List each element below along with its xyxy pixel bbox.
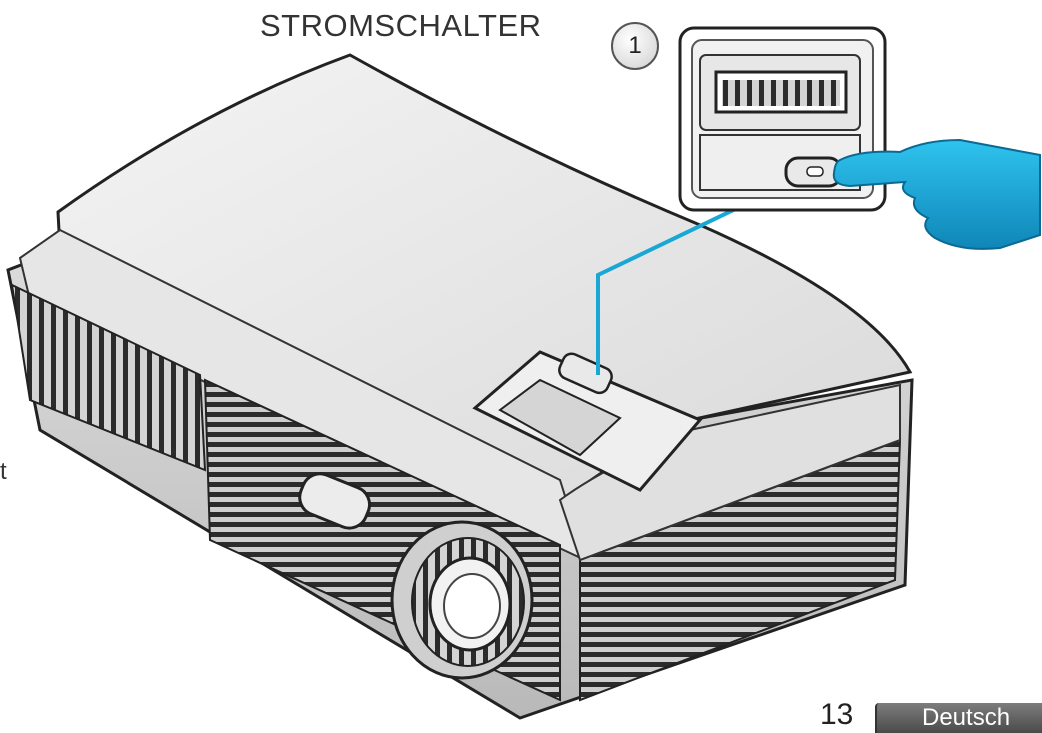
projection-lens: [390, 520, 534, 680]
power-switch-inset: [678, 26, 887, 212]
power-switch-label: STROMSCHALTER: [260, 8, 542, 43]
cropped-text-fragment: t: [0, 458, 7, 485]
step-number-badge: 1: [611, 22, 659, 70]
left-vent-grille: [10, 283, 207, 472]
ir-sensor: [298, 472, 372, 530]
language-tab[interactable]: Deutsch: [875, 703, 1042, 733]
hand-pointer-icon: [832, 138, 1041, 250]
page-number: 13: [820, 698, 854, 731]
